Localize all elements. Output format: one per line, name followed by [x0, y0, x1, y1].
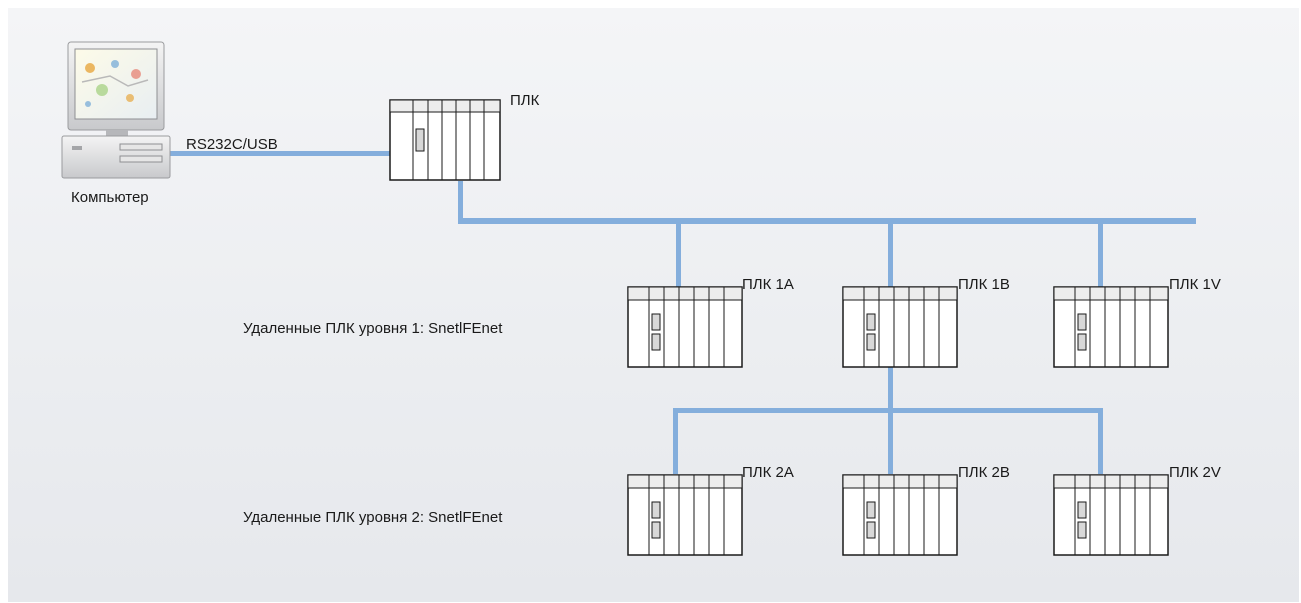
- plc-rack-icon: [842, 474, 958, 556]
- level2-drop-2a: [673, 408, 678, 474]
- plc-2v: [1053, 474, 1169, 556]
- level1-drop-1v: [1098, 222, 1103, 290]
- desktop-computer-icon: [61, 41, 171, 179]
- plc-rack-icon: [627, 474, 743, 556]
- level1-bus-line: [458, 218, 1196, 224]
- master-drop-line: [458, 181, 463, 221]
- plc-rack-icon: [1053, 286, 1169, 368]
- master-plc: [389, 99, 501, 181]
- plc-1v-label: ПЛК 1V: [1169, 276, 1221, 293]
- level1-label: Удаленные ПЛК уровня 1: SnetlFEnet: [243, 320, 503, 337]
- plc-1v: [1053, 286, 1169, 368]
- rs232-link-line: [168, 151, 392, 156]
- computer: [60, 40, 172, 185]
- plc-2b-label: ПЛК 2B: [958, 464, 1010, 481]
- plc-rack-icon: [842, 286, 958, 368]
- plc-rack-icon: [389, 99, 501, 181]
- plc-2a: [627, 474, 743, 556]
- level1-drop-1b: [888, 222, 893, 290]
- plc-rack-icon: [1053, 474, 1169, 556]
- level2-drop-2b: [888, 408, 893, 474]
- plc-1a-label: ПЛК 1A: [742, 276, 794, 293]
- level2-label: Удаленные ПЛК уровня 2: SnetlFEnet: [243, 509, 503, 526]
- network-diagram: Компьютер RS232C/USB ПЛК Удаленные ПЛК у…: [8, 8, 1299, 602]
- plc-1a: [627, 286, 743, 368]
- computer-label: Компьютер: [71, 189, 149, 206]
- rs232-link-label: RS232C/USB: [186, 136, 278, 153]
- plc-1b: [842, 286, 958, 368]
- plc-1b-label: ПЛК 1B: [958, 276, 1010, 293]
- plc-2v-label: ПЛК 2V: [1169, 464, 1221, 481]
- level2-drop-2v: [1098, 408, 1103, 474]
- plc-rack-icon: [627, 286, 743, 368]
- level1-drop-1a: [676, 222, 681, 290]
- plc-2b: [842, 474, 958, 556]
- level2-riser-line: [888, 366, 893, 412]
- plc-2a-label: ПЛК 2A: [742, 464, 794, 481]
- master-plc-label: ПЛК: [510, 92, 540, 109]
